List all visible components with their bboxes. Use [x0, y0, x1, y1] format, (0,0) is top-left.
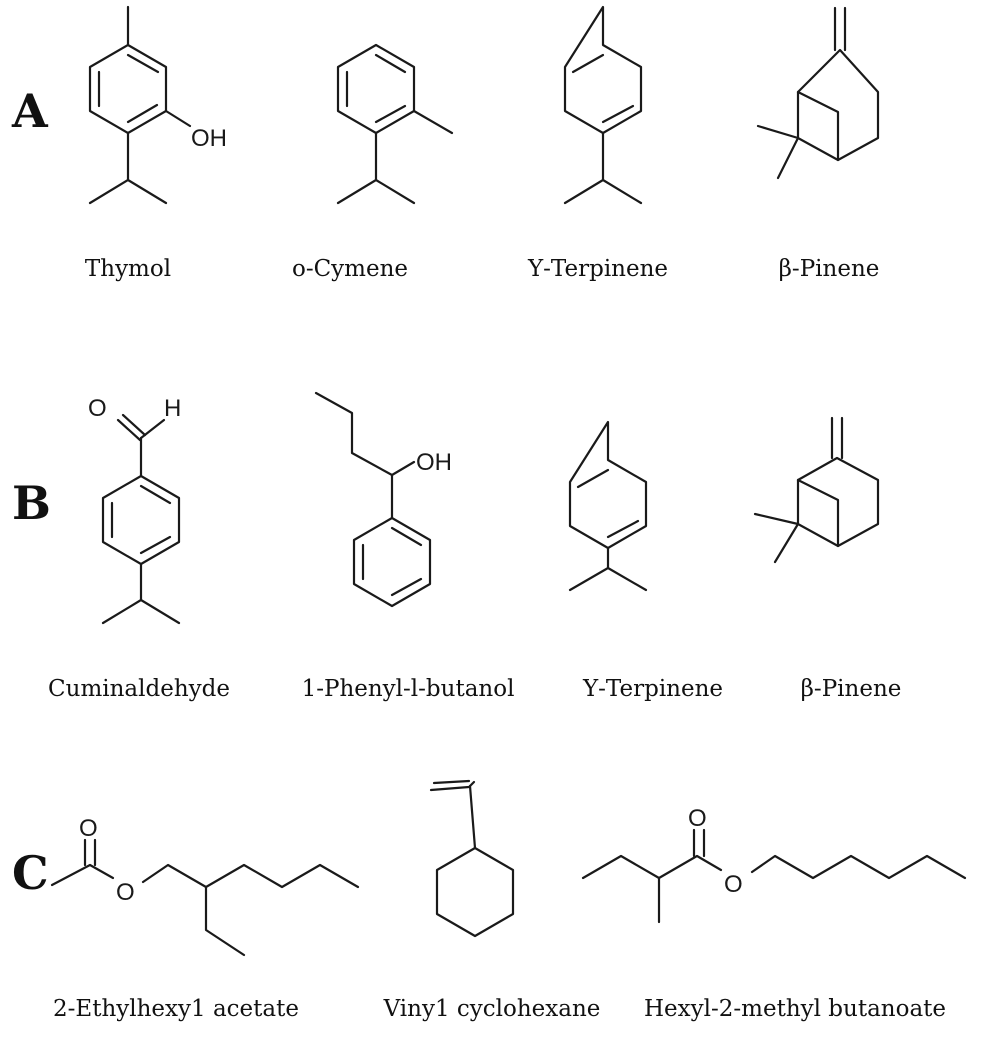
caption-vinyl-cyclohexane: Viny1 cyclohexane — [383, 996, 601, 1022]
caption-gamma-terpinene-b: Υ-Terpinene — [582, 676, 724, 702]
caption-gamma-terpinene-a: Υ-Terpinene — [527, 256, 669, 282]
caption-beta-pinene-b: β-Pinene — [800, 676, 902, 702]
caption-hexyl-2-methyl-butanoate: Hexyl-2-methyl butanoate — [643, 996, 947, 1022]
panel-letter-a: A — [12, 84, 48, 138]
structure-o-cymene — [336, 43, 454, 205]
structure-1-phenyl-1-butanol: OH — [314, 391, 452, 608]
structure-gamma-terpinene-b — [568, 420, 648, 592]
atom-label-o-carbonyl: O — [688, 805, 707, 832]
atom-label-oh: OH — [416, 449, 452, 476]
structure-thymol: OH — [88, 5, 227, 205]
atom-label-o-carbonyl: O — [79, 815, 98, 842]
atom-label-o: O — [88, 395, 107, 422]
atom-label-oh: OH — [191, 125, 227, 152]
caption-1-phenyl-1-butanol: 1-Phenyl-l-butanol — [301, 676, 515, 702]
panel-letter-c: C — [12, 846, 49, 900]
caption-o-cymene: o-Cymene — [291, 256, 409, 282]
caption-thymol: Thymol — [84, 256, 172, 282]
structure-vinyl-cyclohexane — [429, 779, 515, 938]
structure-cuminaldehyde: O H — [88, 395, 181, 625]
structure-beta-pinene-b — [753, 416, 880, 564]
structure-gamma-terpinene-a — [563, 5, 643, 205]
caption-beta-pinene-a: β-Pinene — [778, 256, 880, 282]
caption-cuminaldehyde: Cuminaldehyde — [48, 676, 230, 702]
atom-label-o-ester: O — [116, 879, 135, 906]
panel-letter-b: B — [12, 476, 51, 530]
atom-label-h: H — [164, 395, 181, 422]
structure-beta-pinene-a — [756, 6, 880, 180]
structure-hexyl-2-methyl-butanoate: O O — [581, 805, 967, 924]
atom-label-o-ester: O — [724, 871, 743, 898]
structure-2-ethylhexyl-acetate: O O — [50, 815, 360, 957]
caption-2-ethylhexyl-acetate: 2-Ethylhexy1 acetate — [53, 996, 299, 1022]
